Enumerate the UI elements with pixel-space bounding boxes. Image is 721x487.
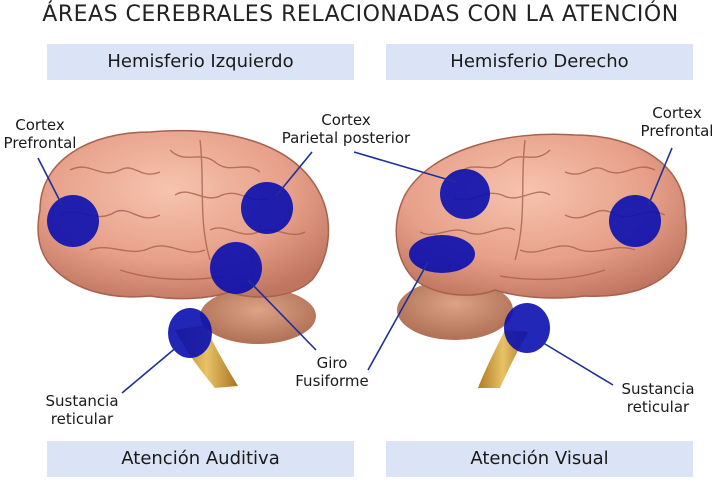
footer-right-visual: Atención Visual xyxy=(386,441,693,477)
label-line: Fusiforme xyxy=(295,372,369,390)
label-line: Sustancia xyxy=(621,380,695,398)
right-cerebellum xyxy=(397,280,513,340)
label-line: Sustancia xyxy=(45,392,119,410)
marker-right-reticular xyxy=(504,303,550,353)
label-line: Cortex xyxy=(652,104,702,122)
label-left-prefrontal: Cortex Prefrontal xyxy=(0,116,80,152)
leader-parietal-left xyxy=(275,151,313,197)
leader-right-prefrontal xyxy=(647,147,673,207)
leader-right-reticular xyxy=(539,340,614,386)
label-right-reticular: Sustancia reticular xyxy=(613,380,703,416)
area-markers xyxy=(47,169,661,358)
marker-left-parietal xyxy=(241,182,293,234)
leader-fusiform-left xyxy=(247,279,317,351)
leader-fusiform-right xyxy=(367,261,429,371)
header-left-hemisphere: Hemisferio Izquierdo xyxy=(47,44,354,80)
leader-lines xyxy=(37,147,673,394)
marker-right-prefrontal xyxy=(609,195,661,247)
label-line: Prefrontal xyxy=(3,134,77,152)
label-line: Parietal posterior xyxy=(281,129,411,147)
label-parietal: Cortex Parietal posterior xyxy=(268,111,424,147)
leader-parietal-right xyxy=(353,151,457,183)
page-title: ÁREAS CEREBRALES RELACIONADAS CON LA ATE… xyxy=(42,2,679,27)
label-line: Giro xyxy=(316,354,348,372)
marker-right-parietal xyxy=(440,169,490,219)
header-right-hemisphere: Hemisferio Derecho xyxy=(386,44,693,80)
label-line: Prefrontal xyxy=(640,122,714,140)
label-line: Cortex xyxy=(321,111,371,129)
footer-left-auditory: Atención Auditiva xyxy=(47,441,354,477)
marker-left-reticular xyxy=(168,308,212,358)
leader-left-prefrontal xyxy=(37,157,63,206)
label-line: reticular xyxy=(50,410,114,428)
marker-right-fusiform xyxy=(409,235,475,273)
leader-left-reticular xyxy=(121,345,179,394)
label-right-prefrontal: Cortex Prefrontal xyxy=(633,104,721,140)
label-line: reticular xyxy=(626,398,690,416)
marker-left-prefrontal xyxy=(47,195,99,247)
left-cerebellum xyxy=(200,288,316,344)
label-left-reticular: Sustancia reticular xyxy=(38,392,126,428)
label-fusiforme: Giro Fusiforme xyxy=(288,354,376,390)
label-line: Cortex xyxy=(15,116,65,134)
